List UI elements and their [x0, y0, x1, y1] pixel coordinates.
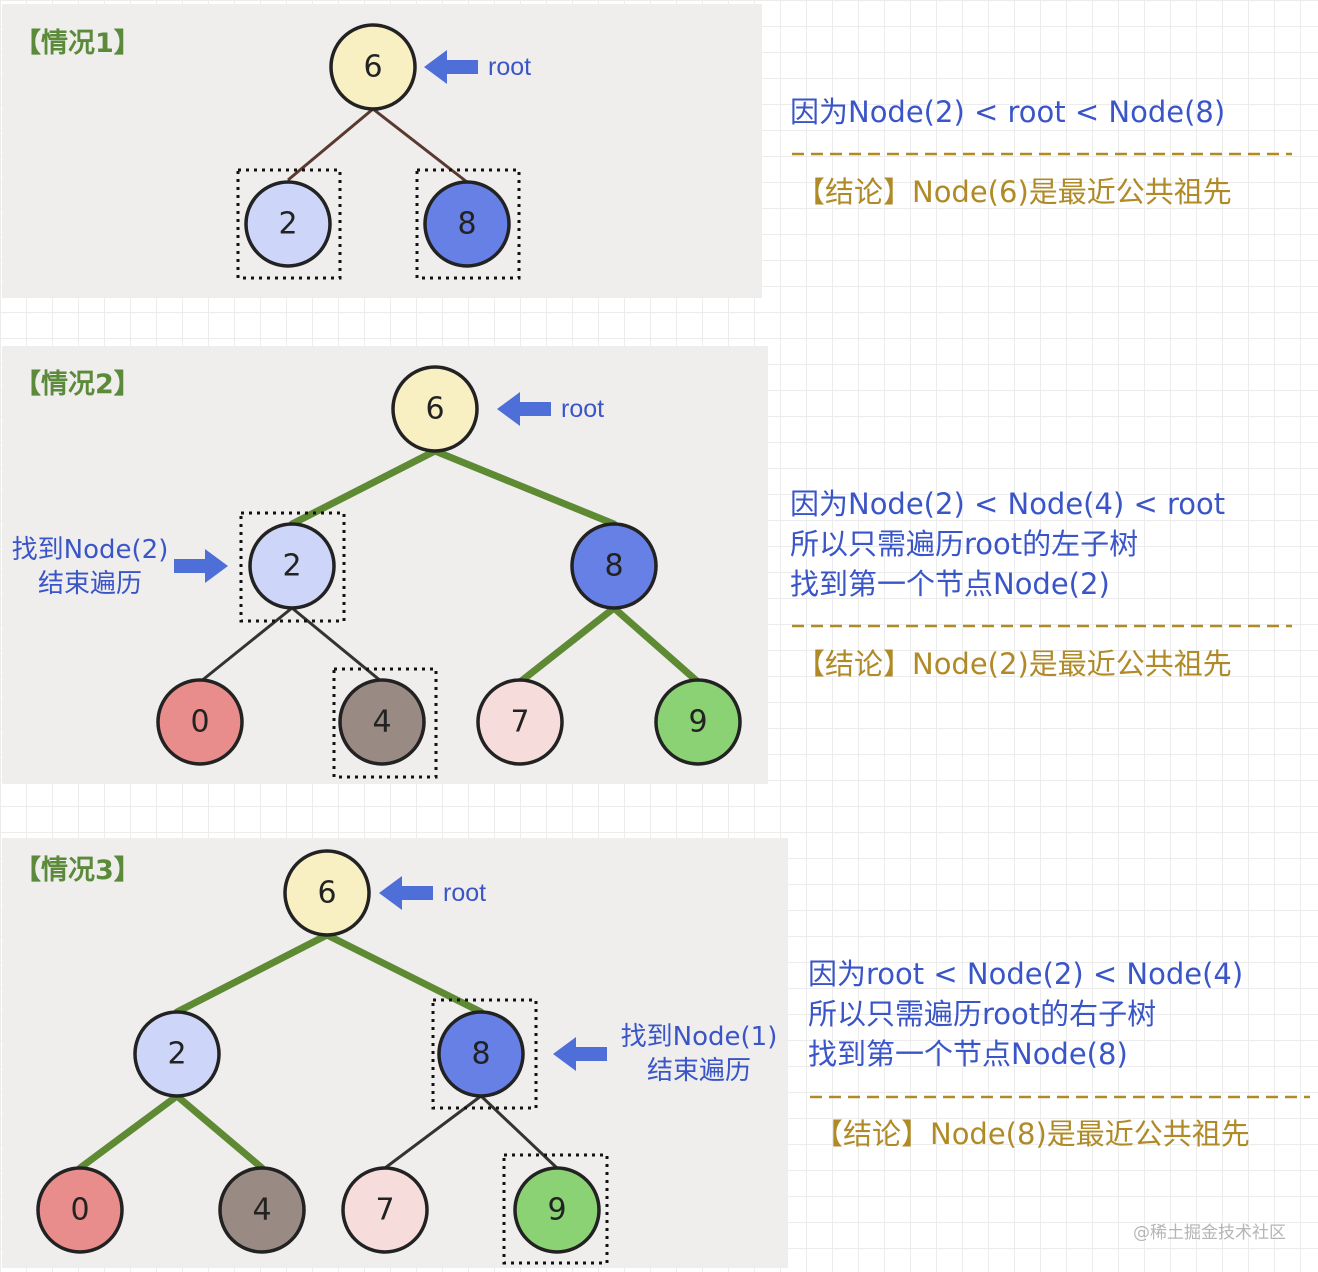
case3-edge-6-8 [323, 931, 485, 1016]
node-circle [437, 1010, 525, 1098]
case1-root-arrow-icon [424, 50, 478, 84]
case2-explain-line-2: 所以只需遍历root的左子树 [790, 527, 1138, 561]
case1-panel: 【情况1】 6 2 8 root [2, 4, 762, 298]
case3-title: 【情况3】 [14, 855, 141, 886]
case2-select-box-4 [332, 667, 438, 779]
case2-node-6: 6 [391, 365, 479, 453]
node-value: 8 [471, 1037, 490, 1072]
node-circle [156, 678, 244, 766]
case3-found-note-line-2: 结束遍历 [647, 1056, 751, 1086]
case3-node-8: 8 [437, 1010, 525, 1098]
node-value: 6 [425, 392, 444, 427]
case3-explain-line-2: 所以只需遍历root的右子树 [808, 997, 1156, 1031]
case1-select-box-8 [415, 168, 521, 280]
case2-node-2: 2 [248, 522, 336, 610]
case3-explain-line-3: 找到第一个节点Node(8) [808, 1037, 1128, 1071]
case3-root-arrow-icon [379, 876, 433, 910]
case2-panel: 【情况2】 6 2 8 0 4 7 [2, 346, 768, 784]
case3-found-note-line-1: 找到Node(1) [621, 1022, 778, 1052]
case1-node-8: 8 [423, 180, 511, 268]
case2-conclusion: 【结论】Node(2)是最近公共祖先 [796, 647, 1232, 681]
case3-explanation: 因为root < Node(2) < Node(4) 所以只需遍历root的右子… [808, 957, 1310, 1151]
case1-select-box-2 [236, 168, 342, 280]
case2-found-note-line-1: 找到Node(2) [12, 535, 169, 565]
node-value: 4 [372, 705, 391, 740]
case3-edge-6-2 [173, 931, 331, 1016]
case3-root-label: root [443, 879, 486, 907]
case2-node-8: 8 [570, 522, 658, 610]
node-value: 7 [375, 1193, 394, 1228]
case1-edge-6-2 [287, 107, 374, 182]
case2-root-label: root [561, 395, 604, 423]
node-circle [341, 1166, 429, 1254]
node-circle [570, 522, 658, 610]
case3-found-arrow-icon [553, 1037, 607, 1071]
node-value: 6 [317, 876, 336, 911]
node-value: 7 [510, 705, 529, 740]
case2-node-7: 7 [476, 678, 564, 766]
node-circle [476, 678, 564, 766]
case1-title: 【情况1】 [14, 28, 141, 59]
case1-conclusion: 【结论】Node(6)是最近公共祖先 [796, 175, 1232, 209]
case3-node-2: 2 [133, 1010, 221, 1098]
case1-explanation: 因为Node(2) < root < Node(8) 【结论】Node(6)是最… [790, 95, 1292, 209]
case2-select-box-2 [239, 511, 346, 623]
case2-title: 【情况2】 [14, 369, 141, 400]
node-value: 9 [688, 705, 707, 740]
case2-explain-line-3: 找到第一个节点Node(2) [790, 567, 1110, 601]
case2-root-arrow-icon [497, 392, 551, 426]
case3-select-box-9 [502, 1153, 609, 1265]
node-circle [338, 678, 426, 766]
watermark: @稀土掘金技术社区 [1133, 1223, 1286, 1243]
case3-node-0: 0 [36, 1166, 124, 1254]
node-value: 4 [252, 1193, 271, 1228]
case2-edge-8-9 [610, 604, 702, 686]
node-circle [391, 365, 479, 453]
case1-explain-line-1: 因为Node(2) < root < Node(8) [790, 95, 1225, 129]
case3-node-4: 4 [218, 1166, 306, 1254]
node-value: 2 [282, 549, 301, 584]
node-value: 0 [70, 1193, 89, 1228]
case3-edge-2-0 [76, 1092, 181, 1172]
node-circle [423, 180, 511, 268]
node-circle [218, 1166, 306, 1254]
case3-node-6: 6 [283, 849, 371, 937]
case2-node-4: 4 [338, 678, 426, 766]
node-circle [248, 522, 336, 610]
node-value: 6 [363, 50, 382, 85]
case1-root-label: root [488, 53, 531, 81]
node-value: 9 [547, 1193, 566, 1228]
case3-explain-line-1: 因为root < Node(2) < Node(4) [808, 957, 1243, 991]
case2-explanation: 因为Node(2) < Node(4) < root 所以只需遍历root的左子… [790, 487, 1292, 681]
case2-node-9: 9 [654, 678, 742, 766]
node-circle [36, 1166, 124, 1254]
case3-node-7: 7 [341, 1166, 429, 1254]
case2-node-0: 0 [156, 678, 244, 766]
case2-edge-8-7 [516, 604, 618, 686]
node-circle [133, 1010, 221, 1098]
case2-found-note-line-2: 结束遍历 [38, 569, 142, 599]
case3-node-9: 9 [513, 1166, 601, 1254]
node-circle [513, 1166, 601, 1254]
node-value: 8 [604, 549, 623, 584]
node-circle [329, 23, 417, 111]
case2-explain-line-1: 因为Node(2) < Node(4) < root [790, 487, 1225, 521]
node-value: 8 [457, 207, 476, 242]
node-circle [654, 678, 742, 766]
node-value: 2 [278, 207, 297, 242]
case2-edge-6-8 [431, 447, 618, 528]
case3-edge-2-4 [173, 1092, 266, 1172]
node-value: 0 [190, 705, 209, 740]
node-circle [244, 180, 332, 268]
case2-found-arrow-icon [174, 549, 228, 583]
node-value: 2 [167, 1037, 186, 1072]
case3-conclusion: 【结论】Node(8)是最近公共祖先 [814, 1117, 1250, 1151]
case2-edge-2-0 [199, 606, 293, 684]
case1-node-2: 2 [244, 180, 332, 268]
case3-select-box-8 [431, 998, 538, 1110]
case3-panel: 【情况3】 6 2 8 0 4 7 [2, 838, 788, 1268]
node-circle [283, 849, 371, 937]
case1-node-6: 6 [329, 23, 417, 111]
